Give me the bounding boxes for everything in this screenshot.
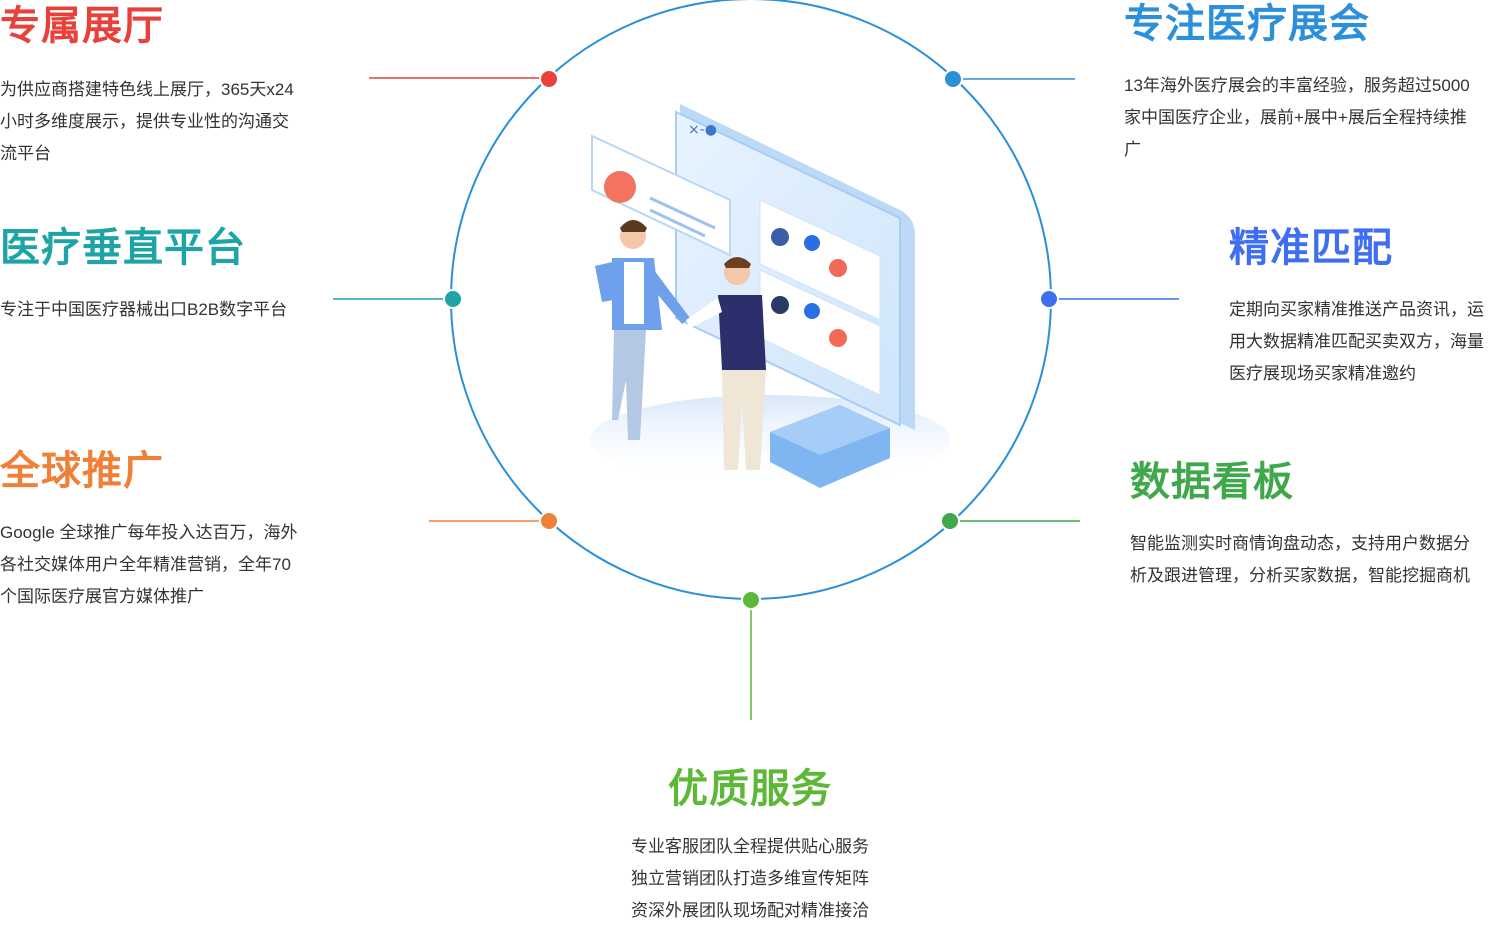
description-line: 各社交媒体用户全年精准营销，全年70 [0, 555, 291, 574]
dot-quality-service [741, 590, 761, 610]
description-line: 13年海外医疗展会的丰富经验，服务超过5000 [1124, 76, 1470, 95]
feature-description: 专注于中国医疗器械出口B2B数字平台 [0, 294, 330, 326]
description-line: 小时多维度展示，提供专业性的沟通交 [0, 112, 289, 131]
description-line: 定期向买家精准推送产品资讯，运 [1229, 300, 1484, 319]
description-line: 资深外展团队现场配对精准接洽 [631, 901, 869, 920]
feature-precise-matching: 精准匹配 定期向买家精准推送产品资讯，运 用大数据精准匹配买卖双方，海量 医疗展… [1229, 224, 1499, 390]
description-line: 专业客服团队全程提供贴心服务 [631, 837, 869, 856]
description-line: 流平台 [0, 144, 51, 163]
feature-exhibition-hall: 专属展厅 为供应商搭建特色线上展厅，365天x24 小时多维度展示，提供专业性的… [0, 2, 330, 170]
feature-description: 13年海外医疗展会的丰富经验，服务超过5000 家中国医疗企业，展前+展中+展后… [1124, 70, 1499, 166]
dot-global-promotion [539, 511, 559, 531]
feature-title: 专注医疗展会 [1124, 2, 1370, 46]
description-line: 个国际医疗展官方媒体推广 [0, 587, 204, 606]
feature-title: 数据看板 [1130, 460, 1294, 504]
feature-description: 智能监测实时商情询盘动态，支持用户数据分 析及跟进管理，分析买家数据，智能挖掘商… [1130, 528, 1499, 592]
feature-vertical-platform: 医疗垂直平台 专注于中国医疗器械出口B2B数字平台 [0, 224, 330, 326]
feature-description: 定期向买家精准推送产品资讯，运 用大数据精准匹配买卖双方，海量 医疗展现场买家精… [1229, 294, 1499, 390]
description-line: 析及跟进管理，分析买家数据，智能挖掘商机 [1130, 566, 1470, 585]
description-line: 家中国医疗企业，展前+展中+展后全程持续推 [1124, 108, 1467, 127]
description-line: 医疗展现场买家精准邀约 [1229, 364, 1416, 383]
svg-text:×-●: ×-● [688, 122, 717, 138]
dot-exhibition-hall [539, 69, 559, 89]
description-line: Google 全球推广每年投入达百万，海外 [0, 523, 298, 542]
description-line: 独立营销团队打造多维宣传矩阵 [631, 869, 869, 888]
business-handshake-illustration: ×-● [590, 104, 950, 488]
feature-medical-expo: 专注医疗展会 13年海外医疗展会的丰富经验，服务超过5000 家中国医疗企业，展… [1124, 0, 1499, 166]
description-line: 专注于中国医疗器械出口B2B数字平台 [0, 300, 288, 319]
description-line: 智能监测实时商情询盘动态，支持用户数据分 [1130, 534, 1470, 553]
feature-global-promotion: 全球推广 Google 全球推广每年投入达百万，海外 各社交媒体用户全年精准营销… [0, 447, 330, 613]
feature-description: 专业客服团队全程提供贴心服务 独立营销团队打造多维宣传矩阵 资深外展团队现场配对… [580, 831, 920, 927]
description-line: 为供应商搭建特色线上展厅，365天x24 [0, 80, 294, 99]
dot-precise-matching [1039, 289, 1059, 309]
dot-data-board [940, 511, 960, 531]
feature-title: 全球推广 [0, 449, 164, 493]
feature-title: 优质服务 [668, 767, 832, 811]
dot-medical-expo [943, 69, 963, 89]
feature-title: 医疗垂直平台 [0, 226, 246, 270]
description-line: 广 [1124, 140, 1141, 159]
description-line: 用大数据精准匹配买卖双方，海量 [1229, 332, 1484, 351]
dot-vertical-platform [443, 289, 463, 309]
feature-title: 精准匹配 [1229, 226, 1393, 270]
feature-data-board: 数据看板 智能监测实时商情询盘动态，支持用户数据分 析及跟进管理，分析买家数据，… [1130, 458, 1499, 592]
feature-description: 为供应商搭建特色线上展厅，365天x24 小时多维度展示，提供专业性的沟通交 流… [0, 74, 330, 170]
feature-quality-service: 优质服务 专业客服团队全程提供贴心服务 独立营销团队打造多维宣传矩阵 资深外展团… [580, 765, 920, 927]
feature-description: Google 全球推广每年投入达百万，海外 各社交媒体用户全年精准营销，全年70… [0, 517, 330, 613]
feature-title: 专属展厅 [0, 4, 164, 48]
